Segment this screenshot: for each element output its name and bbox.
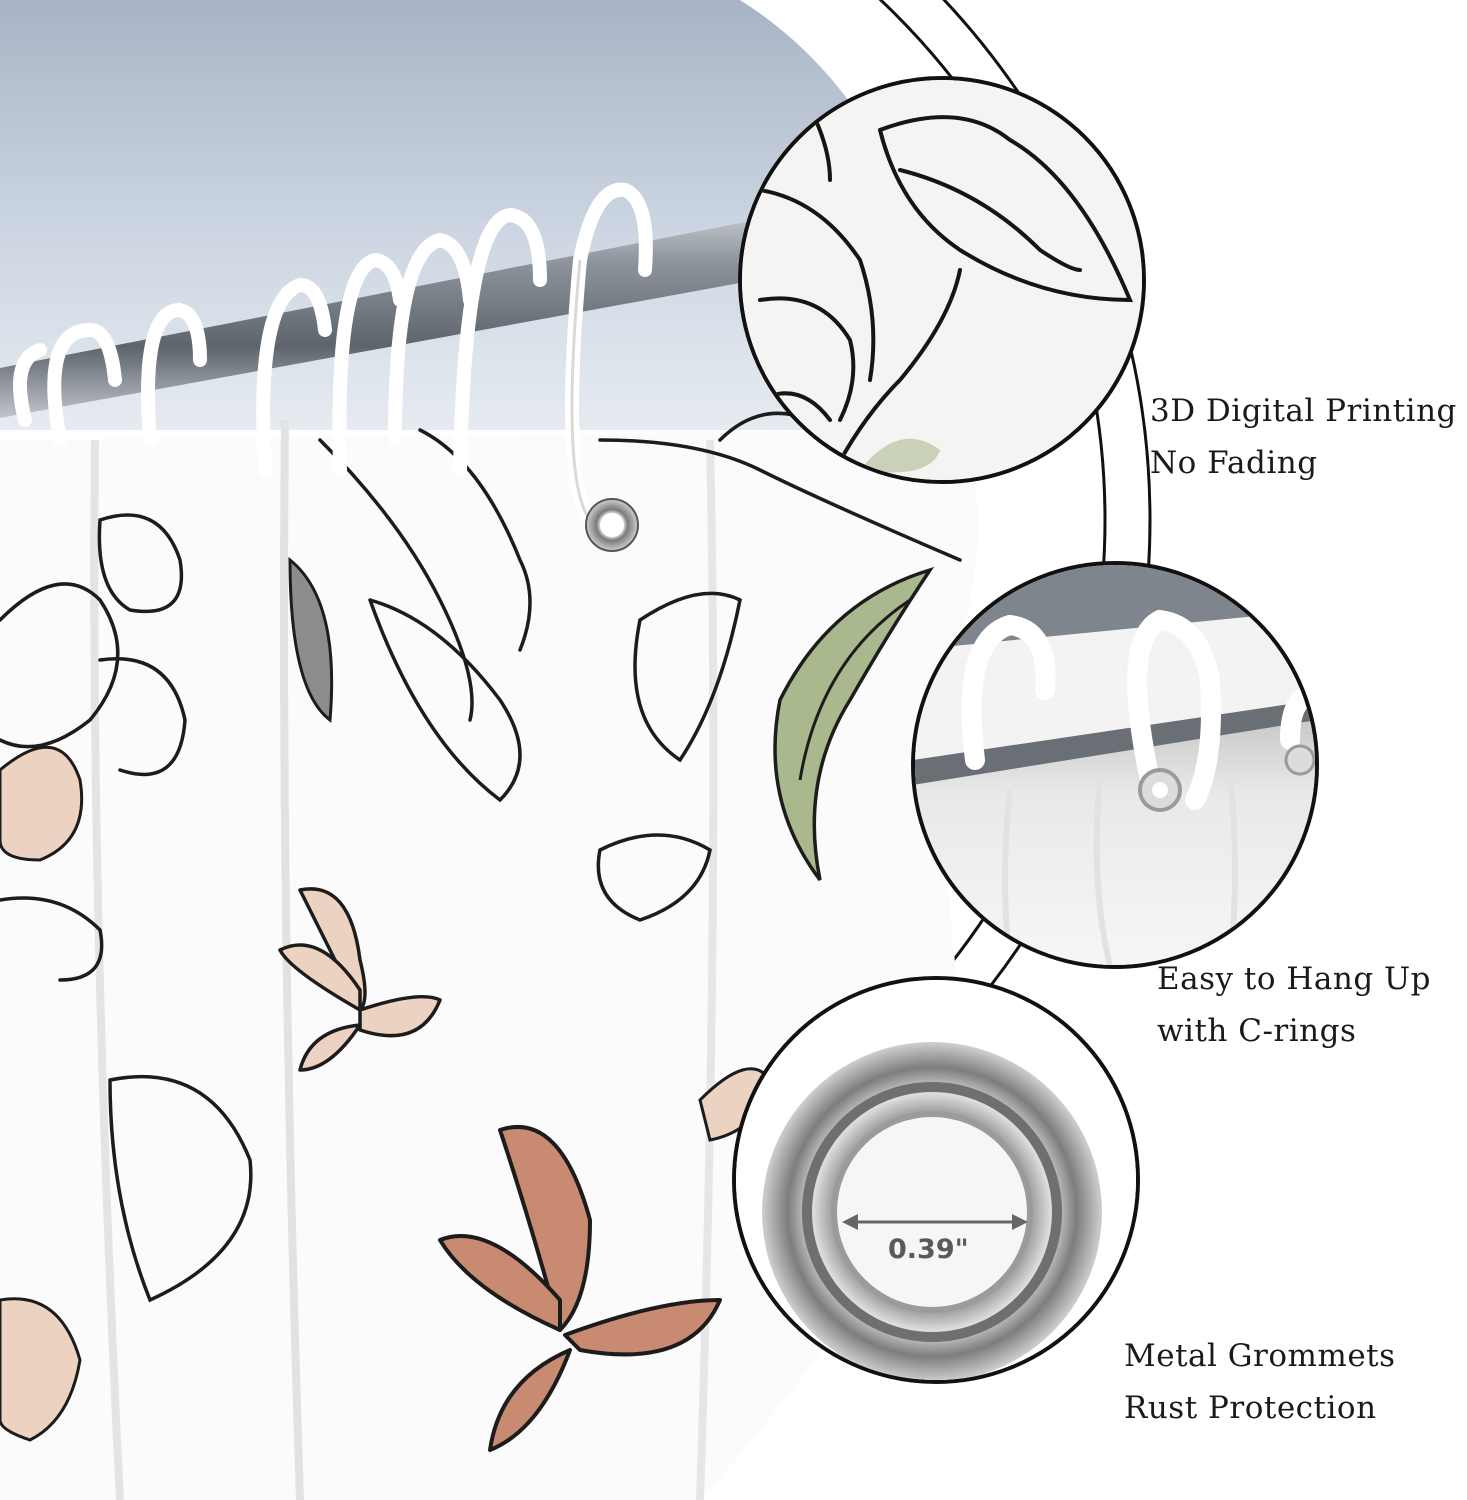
detail-print-closeup [738, 76, 1146, 484]
shower-rod [0, 180, 975, 418]
detail-c-rings-closeup [911, 561, 1319, 969]
feature-line: 3D Digital Printing [1150, 393, 1457, 429]
feature-line: with C-rings [1157, 1013, 1357, 1049]
curtain [0, 411, 978, 1500]
c-rings [13, 182, 653, 527]
feature-line: Rust Protection [1124, 1390, 1377, 1426]
grommet-measurement-label: 0.39" [888, 1234, 969, 1265]
feature-digital-printing: 3D Digital Printing No Fading [1150, 385, 1457, 489]
butterfly-terracotta [438, 1124, 722, 1452]
feature-metal-grommets: Metal Grommets Rust Protection [1124, 1330, 1396, 1434]
feature-line: No Fading [1150, 445, 1318, 481]
feature-easy-hang: Easy to Hang Up with C-rings [1157, 953, 1431, 1057]
feature-line: Metal Grommets [1124, 1338, 1396, 1374]
detail-grommet-closeup [732, 976, 1140, 1384]
feature-line: Easy to Hang Up [1157, 961, 1432, 997]
butterfly-blush [278, 887, 442, 1072]
